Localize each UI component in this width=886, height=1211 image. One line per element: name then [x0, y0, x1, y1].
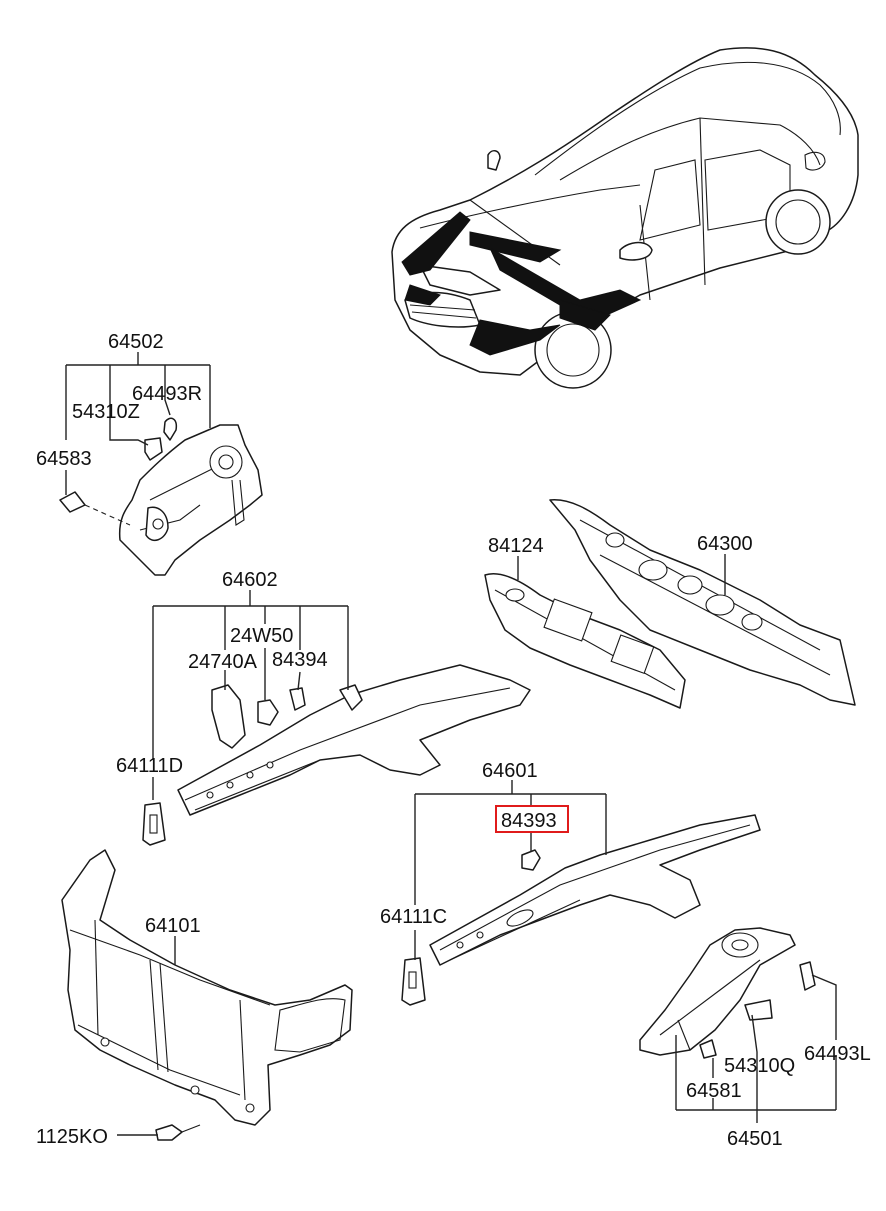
front-side-member-rh-illustration: [142, 664, 531, 846]
callout-64111D: 64111D: [116, 755, 183, 777]
dash-panel-illustration: [484, 499, 856, 709]
fender-apron-left-illustration: [639, 927, 816, 1059]
callout-24W50: 24W50: [230, 625, 293, 647]
callout-64602: 64602: [222, 569, 278, 591]
callout-64300: 64300: [697, 533, 753, 555]
callout-labels: 64502 54310Z 64493R 64583 84124 64300 64…: [36, 331, 871, 1150]
callout-64493R: 64493R: [132, 383, 202, 405]
front-side-member-lh-illustration: [401, 814, 761, 1006]
leader-lines: [65, 352, 837, 1136]
callout-64501: 64501: [727, 1128, 783, 1150]
callout-1125KO: 1125KO: [36, 1126, 108, 1148]
callout-64502: 64502: [108, 331, 164, 353]
callout-84393: 84393: [501, 810, 557, 832]
callout-64601: 64601: [482, 760, 538, 782]
highlight-box-84393: [495, 805, 569, 833]
callout-54310Z: 54310Z: [72, 401, 140, 423]
callout-84124: 84124: [488, 535, 544, 557]
callout-64583: 64583: [36, 448, 92, 470]
front-end-module-carrier-illustration: [61, 849, 353, 1141]
callout-24740A: 24740A: [188, 651, 258, 673]
callout-64111C: 64111C: [380, 906, 447, 928]
callout-64493L: 64493L: [804, 1043, 871, 1065]
car-overview-illustration: [391, 47, 859, 389]
callout-64581: 64581: [686, 1080, 742, 1102]
callout-54310Q: 54310Q: [724, 1055, 795, 1077]
callout-64101: 64101: [145, 915, 201, 937]
fender-apron-right-illustration: [59, 417, 263, 576]
callout-84394: 84394: [272, 649, 328, 671]
